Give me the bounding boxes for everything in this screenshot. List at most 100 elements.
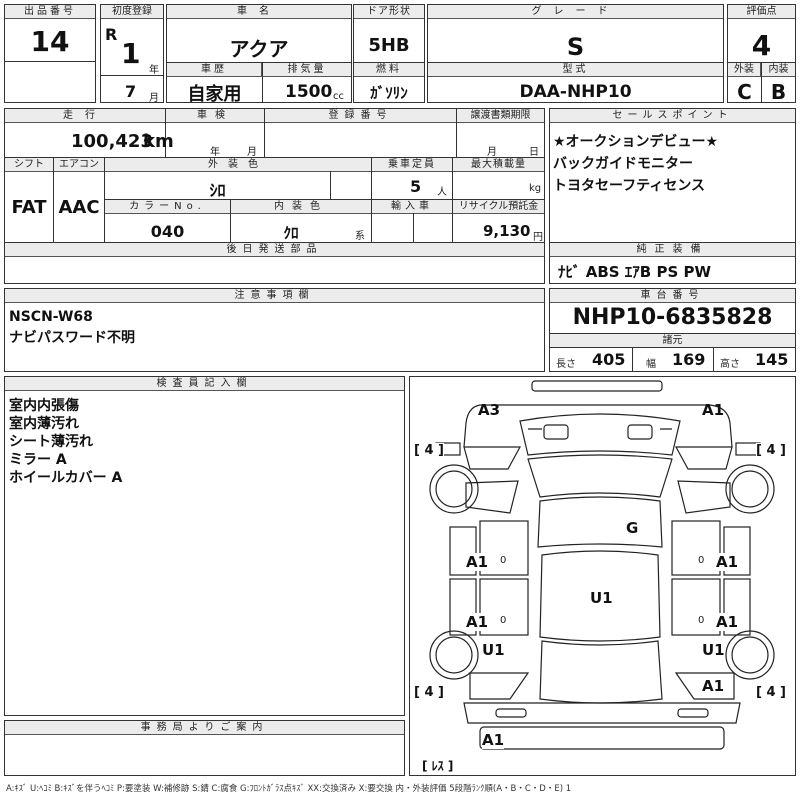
length-label: 長さ	[556, 359, 576, 370]
ext-color-value: ｼﾛ	[209, 181, 226, 200]
inspector-line-3: シート薄汚れ	[9, 434, 93, 450]
inspector-label: 検査員記入欄	[5, 377, 404, 391]
transfer-month-unit: 月	[487, 147, 497, 158]
import-label: 輸入車	[372, 200, 452, 214]
notes-label: 注意事項欄	[5, 289, 544, 303]
later-parts-label: 後日発送部品	[5, 243, 544, 257]
width-label: 幅	[646, 359, 656, 370]
details-box: 走行 車検 登録番号 譲渡書類期限 100,423 km 年 月 月 日 シフト…	[4, 108, 545, 284]
recycle-value: 9,130	[483, 222, 531, 240]
inspector-box: 検査員記入欄 室内内張傷 室内薄汚れ シート薄汚れ ミラー A ホイールカバー …	[4, 376, 405, 716]
vehicle-name-label: 車名	[167, 5, 351, 19]
model-value: DAA-NHP10	[519, 82, 632, 102]
notes-line-1: NSCN-W68	[9, 309, 93, 325]
capacity-value: 5	[410, 177, 422, 196]
ac-value: AAC	[58, 197, 100, 218]
mark-flag-left: 0	[500, 555, 507, 566]
sales-point-3: トヨタセーフティセンス	[553, 178, 706, 194]
lot-box: 出品番号 14	[4, 4, 96, 103]
recycle-label: リサイクル預託金	[453, 200, 544, 214]
displacement-label: 排気量	[263, 63, 351, 77]
mark-flag-right: 0	[698, 555, 705, 566]
interior-grade-value: B	[770, 80, 787, 104]
mark-a3-front-left: A3	[478, 401, 501, 419]
chassis-box: 車台番号 NHP10-6835828 諸元 長さ 405 幅 169 高さ 14…	[549, 288, 796, 372]
scratch-note-mark: [ ﾚｽ ]	[422, 759, 454, 773]
mark-u1-left-rear: U1	[482, 641, 505, 659]
grade-box: グレード S 型式 DAA-NHP10	[427, 4, 724, 103]
door-label: ドア形状	[354, 5, 424, 19]
history-value: 自家用	[187, 84, 242, 105]
score-box: 評価点 4 外装 内装 C B	[727, 4, 796, 104]
mileage-label: 走行	[5, 109, 165, 123]
lot-label: 出品番号	[5, 5, 95, 19]
fuel-label: 燃料	[354, 63, 424, 77]
inspection-month-unit: 月	[247, 147, 257, 158]
recycle-unit: 円	[533, 232, 543, 243]
exterior-grade-value: C	[737, 80, 752, 104]
mark-glass: G	[626, 519, 639, 537]
mark-a1-right-rear-quarter: A1	[702, 677, 725, 695]
ext-color-label: 外装色	[105, 158, 371, 172]
first-registration-box: 初度登録 R 1 年 7 月	[100, 4, 164, 104]
inspector-line-2: 室内薄汚れ	[9, 416, 79, 432]
width-value: 169	[672, 350, 706, 369]
inspector-line-1: 室内内張傷	[9, 398, 79, 414]
int-color-unit: 系	[355, 231, 365, 242]
height-label: 高さ	[720, 359, 740, 370]
chassis-label: 車台番号	[550, 289, 795, 303]
notes-box: 注意事項欄 NSCN-W68 ナビパスワード不明	[4, 288, 545, 372]
sales-points-label: セールスポイント	[550, 109, 795, 123]
year-unit: 年	[149, 65, 159, 76]
chassis-value: NHP10-6835828	[572, 305, 773, 330]
inspector-line-4: ミラー A	[9, 452, 67, 468]
mark-a1-left-rear-door: A1	[466, 613, 489, 631]
month-unit: 月	[149, 93, 159, 104]
height-value: 145	[755, 350, 789, 369]
equipment-value: ﾅﾋﾞ ABS ｴｱB PS PW	[558, 263, 712, 281]
fuel-value: ｶﾞｿﾘﾝ	[370, 84, 408, 102]
era-mark: R	[105, 25, 118, 44]
mark-a1-right-front-door: A1	[716, 553, 739, 571]
color-no-value: 040	[150, 222, 185, 241]
load-unit: kg	[529, 183, 542, 194]
displacement-unit: cc	[333, 91, 344, 102]
vehicle-name-value: アクア	[229, 37, 289, 61]
sales-points-box: セールスポイント ★オークションデビュー★ バックガイドモニター トヨタセーフテ…	[549, 108, 796, 284]
registration-year: 1	[121, 37, 141, 70]
specs-label: 諸元	[550, 334, 795, 348]
mileage-unit: km	[143, 131, 174, 152]
mark-flag-right-2: 0	[698, 615, 705, 626]
lot-value: 14	[30, 25, 70, 58]
door-value: 5HB	[368, 35, 410, 56]
load-label: 最大積載量	[453, 158, 544, 172]
displacement-value: 1500	[285, 82, 333, 102]
sales-point-2: バックガイドモニター	[553, 156, 693, 172]
inspection-label: 車検	[166, 109, 264, 123]
shift-label: シフト	[5, 158, 53, 172]
regno-label: 登録番号	[265, 109, 456, 123]
int-color-value: ｸﾛ	[283, 224, 299, 242]
tire-fl-mark: [ 4 ]	[414, 443, 444, 458]
transfer-day-unit: 日	[529, 147, 539, 158]
mark-u1-roof: U1	[590, 589, 613, 607]
mark-a1-front-right: A1	[702, 401, 725, 419]
capacity-unit: 人	[437, 187, 447, 198]
score-value: 4	[751, 29, 772, 62]
mark-u1-right-rear: U1	[702, 641, 725, 659]
length-value: 405	[592, 350, 626, 369]
inspector-line-5: ホイールカバー A	[9, 470, 123, 486]
vehicle-name-box: 車名 アクア 車歴 排気量 自家用 1500 cc	[166, 4, 352, 105]
inspection-year-unit: 年	[210, 147, 220, 158]
first-registration-label: 初度登録	[101, 5, 163, 19]
capacity-label: 乗車定員	[372, 158, 452, 172]
mileage-value: 100,423	[71, 131, 153, 152]
sales-point-1: ★オークションデビュー★	[553, 134, 719, 150]
damage-legend: A:ｷｽﾞ U:ﾍｺﾐ B:ｷｽﾞを伴うﾍｺﾐ P:要塗装 W:補修跡 S:錆 …	[6, 784, 572, 794]
shift-value: FAT	[11, 197, 47, 218]
mark-a1-left-front-door: A1	[466, 553, 489, 571]
tire-rl-mark: [ 4 ]	[414, 685, 444, 700]
notes-line-2: ナビパスワード不明	[9, 330, 135, 346]
car-outline-drawing	[429, 380, 775, 750]
int-color-label: 内装色	[231, 200, 371, 214]
